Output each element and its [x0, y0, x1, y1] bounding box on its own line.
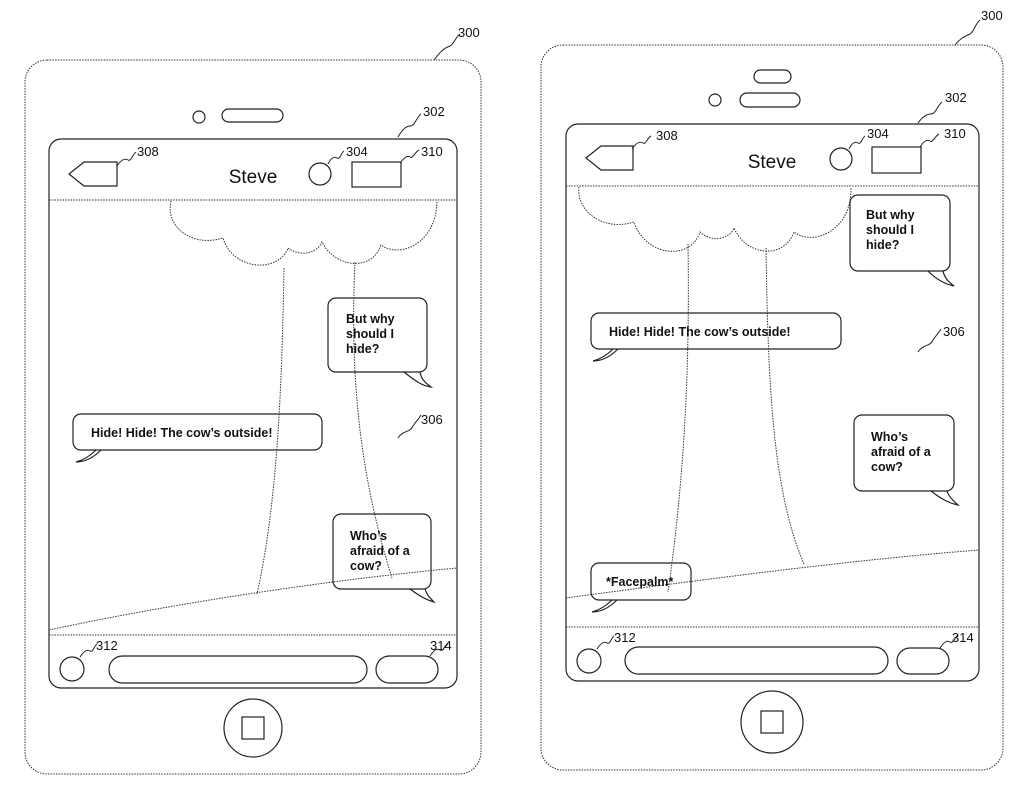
leader-304	[327, 150, 345, 165]
avatar[interactable]	[308, 162, 332, 186]
message-line: afraid of a	[350, 544, 411, 558]
ref-304: 304	[346, 144, 368, 159]
message-input[interactable]	[624, 646, 889, 675]
ground-line	[48, 567, 458, 631]
tree-illustration	[169, 200, 438, 595]
message-bubble[interactable]: Who’s afraid of a cow?	[853, 414, 961, 507]
ref-310: 310	[944, 126, 966, 141]
message-bubble[interactable]: Hide! Hide! The cow’s outside!	[590, 312, 842, 362]
right-phone: 300 302 308 Steve 304 310 306	[540, 8, 1004, 771]
message-line: But why	[346, 312, 395, 326]
ref-306: 306	[421, 412, 443, 427]
leader-314	[429, 642, 449, 657]
ground-line	[565, 549, 980, 599]
back-button[interactable]	[585, 145, 634, 171]
leader-310	[399, 149, 420, 164]
message-line: Hide! Hide! The cow’s outside!	[91, 426, 273, 440]
message-input[interactable]	[108, 655, 368, 684]
leader-306	[917, 328, 942, 353]
svg-text:But why should I: But why should I hide?	[866, 208, 918, 252]
action-button[interactable]	[871, 146, 922, 174]
message-line: should I	[346, 327, 394, 341]
ref-300: 300	[981, 8, 1003, 23]
avatar[interactable]	[829, 147, 853, 171]
message-bubble[interactable]: *Facepalm*	[590, 562, 692, 613]
ref-308: 308	[137, 144, 159, 159]
message-line: cow?	[350, 559, 382, 573]
svg-text:But why should I: But why should I hide?	[346, 312, 398, 356]
send-button[interactable]	[375, 655, 439, 684]
leader-302	[397, 113, 422, 138]
leader-304	[848, 135, 866, 150]
front-camera	[192, 110, 206, 124]
leader-312	[79, 643, 98, 658]
ref-312: 312	[614, 630, 636, 645]
ref-310: 310	[421, 144, 443, 159]
message-line: *Facepalm*	[606, 575, 674, 589]
home-button-square	[760, 710, 784, 734]
contact-name: Steve	[748, 152, 797, 173]
message-line: Hide! Hide! The cow’s outside!	[609, 325, 791, 339]
tree-illustration	[578, 186, 852, 593]
message-line: hide?	[346, 342, 379, 356]
phone-body	[24, 59, 482, 775]
camera-button[interactable]	[576, 648, 602, 674]
speaker-grille	[739, 92, 801, 108]
svg-text:Who’s afraid of a: Who’s afraid of a cow?	[871, 430, 934, 474]
leader-302	[917, 101, 943, 124]
svg-text:Who’s afraid of a: Who’s afraid of a cow?	[350, 529, 413, 573]
ref-302: 302	[945, 90, 967, 105]
ref-304: 304	[867, 126, 889, 141]
message-line: hide?	[866, 238, 899, 252]
message-line: Who’s	[350, 529, 387, 543]
message-line: Who’s	[871, 430, 908, 444]
home-button-square	[241, 716, 265, 740]
camera-button[interactable]	[59, 656, 85, 682]
ref-314: 314	[430, 638, 452, 653]
message-bubble[interactable]: Hide! Hide! The cow’s outside!	[72, 413, 323, 463]
leader-310	[919, 133, 940, 148]
front-camera	[708, 93, 722, 107]
screen	[565, 123, 980, 682]
leader-308	[631, 135, 652, 150]
speaker-top	[753, 69, 792, 84]
home-button[interactable]	[740, 690, 804, 754]
ref-308: 308	[656, 128, 678, 143]
ref-314: 314	[952, 630, 974, 645]
action-button[interactable]	[351, 161, 402, 188]
speaker-grille	[221, 108, 284, 123]
home-button[interactable]	[223, 698, 283, 758]
contact-name: Steve	[229, 167, 278, 188]
back-button[interactable]	[68, 161, 118, 187]
screen	[48, 138, 458, 689]
ref-302: 302	[423, 104, 445, 119]
message-bubble[interactable]: Who’s afraid of a cow?	[332, 513, 436, 604]
leader-300	[433, 33, 461, 61]
message-bubble[interactable]: But why should I hide?	[327, 297, 434, 388]
left-phone: 300 302 308 Steve 304 310 306	[24, 25, 482, 775]
ref-312: 312	[96, 638, 118, 653]
leader-308	[116, 151, 137, 167]
message-line: should I	[866, 223, 914, 237]
ref-306: 306	[943, 324, 965, 339]
message-line: afraid of a	[871, 445, 932, 459]
leader-314	[939, 634, 959, 649]
message-line: But why	[866, 208, 915, 222]
ref-300: 300	[458, 25, 480, 40]
send-button[interactable]	[896, 647, 950, 675]
message-bubble[interactable]: But why should I hide?	[849, 194, 955, 287]
leader-300	[954, 19, 981, 46]
phone-body	[540, 44, 1004, 771]
leader-312	[596, 635, 615, 650]
message-line: cow?	[871, 460, 903, 474]
leader-306	[397, 414, 422, 439]
